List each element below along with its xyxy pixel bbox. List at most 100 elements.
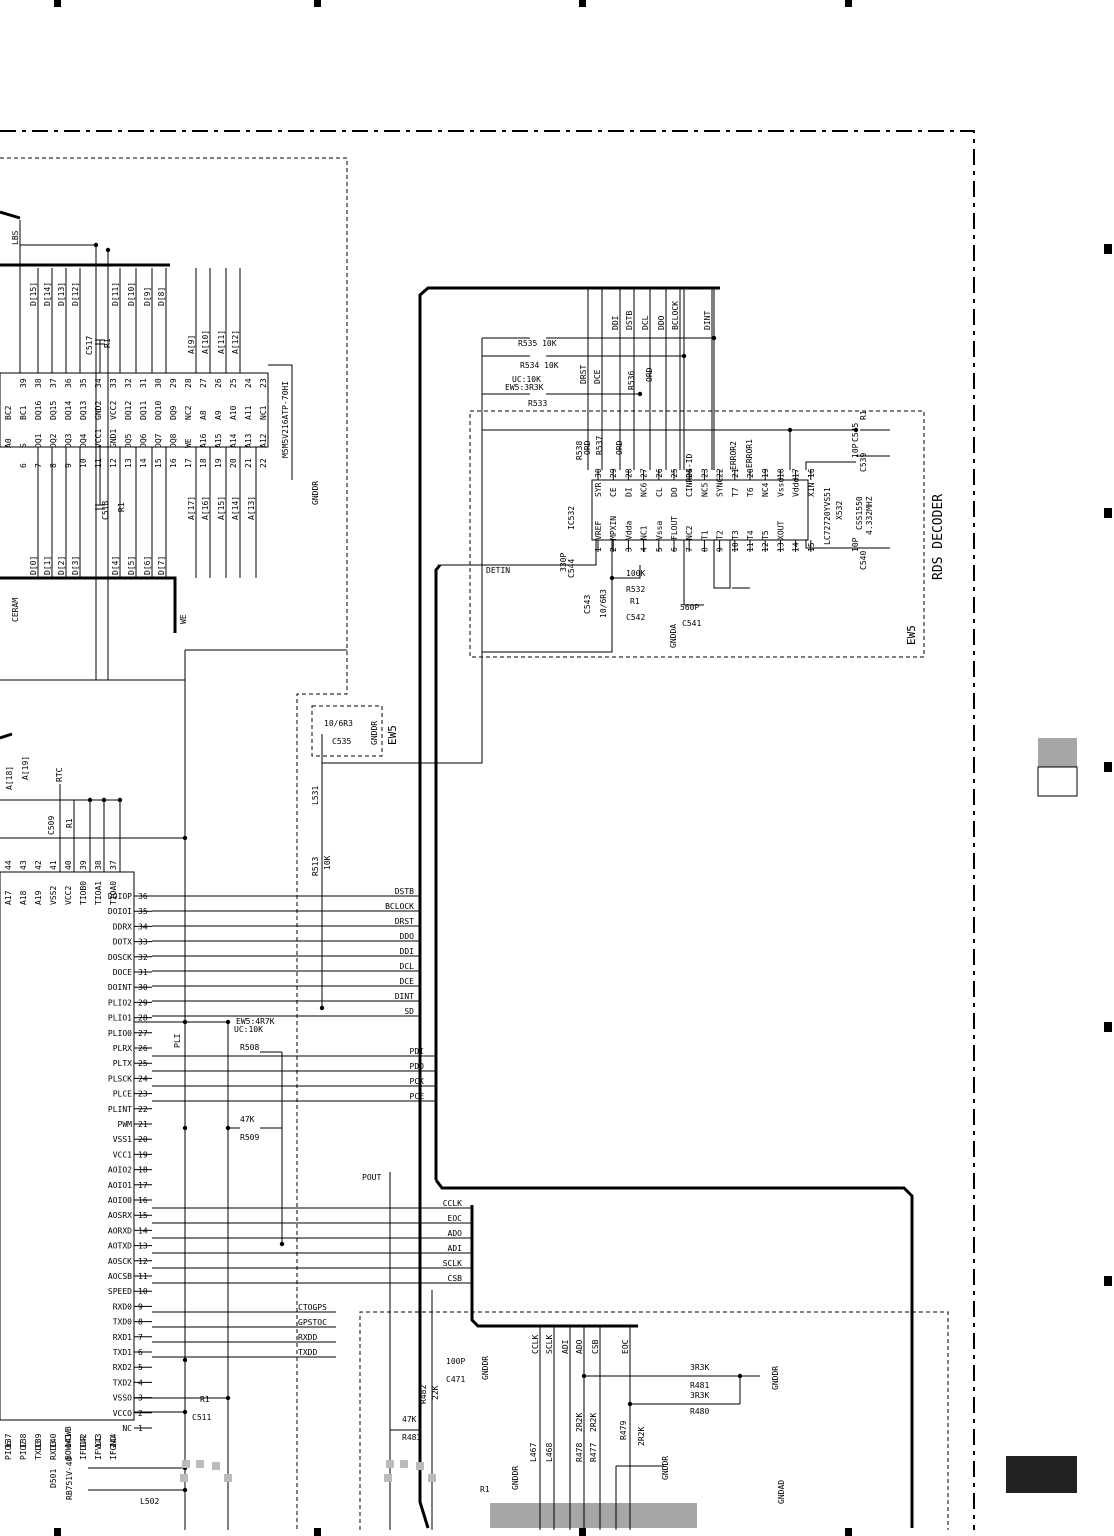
rds-top-pin-num: 30 xyxy=(594,468,603,478)
ram-top-pin-num: 32 xyxy=(124,378,133,388)
mcu-bottom-pin-name: PIO7 xyxy=(19,1441,28,1460)
ram-top-pin-num: 24 xyxy=(244,378,253,388)
ram-bus-signal: D[7] xyxy=(157,556,166,575)
junction-dot xyxy=(182,1357,188,1363)
rds-r533-val2: UC:10K xyxy=(512,375,541,384)
rds-ic-part: LC72720YVS51 xyxy=(823,487,832,545)
mcu-bottom-pin-num: 137 xyxy=(4,1433,13,1448)
rds-top-pin-name: CE xyxy=(609,487,618,497)
rds-c539: C539 xyxy=(859,453,868,472)
rds-top-pin-num: 29 xyxy=(609,468,618,478)
ram-bottom-pin-num: 17 xyxy=(184,458,193,468)
mcu-pin-name: VSSO xyxy=(113,1394,132,1403)
ram-bus-signal: D[9] xyxy=(143,287,152,306)
rds-top-pin-name: NC4 xyxy=(761,482,770,497)
adc-signal: SCLK xyxy=(545,1335,554,1354)
mcu-pin-name: AOIO1 xyxy=(108,1181,132,1190)
ram-bottom-pin-num: 20 xyxy=(229,458,238,468)
ram-bus-signal: D[10] xyxy=(127,282,136,306)
mcu-top-pin-num: 41 xyxy=(49,860,58,870)
ram-bus-signal: D[12] xyxy=(71,282,80,306)
ram-top-pin-name: DQ14 xyxy=(64,401,73,420)
mcu-bus-signal: DCE xyxy=(400,977,415,986)
ram-bottom-pin-num: 11 xyxy=(94,458,103,468)
ram-bottom-pin-name: GND1 xyxy=(109,429,118,448)
rds-c545-val: R1 xyxy=(859,410,868,420)
rds-c542-val: R1 xyxy=(630,597,640,606)
ram-top-pin-num: 30 xyxy=(154,378,163,388)
rds-bottom-pin-name: T1 xyxy=(700,530,709,540)
rds-bus-signal: DRST xyxy=(579,365,588,384)
mcu-pli: PLI xyxy=(173,1033,182,1048)
ram-bottom-pin-num: 8 xyxy=(49,463,58,468)
ram-top-pin-num: 28 xyxy=(184,378,193,388)
ram-bus-signal: D[8] xyxy=(157,287,166,306)
mcu-bottom-pin-num: 144 xyxy=(109,1433,118,1448)
adc-l467: L467 xyxy=(529,1443,538,1462)
ceram-label: CERAM xyxy=(11,598,20,622)
ram-bus-signal: A[11] xyxy=(217,330,226,354)
pad-markers xyxy=(180,1460,436,1482)
ram-bottom-pin-name: VCC1 xyxy=(94,429,103,448)
mcu-pin-name: PLINT xyxy=(108,1105,132,1114)
mcu-top-pin-name: A18 xyxy=(19,890,28,905)
ram-top-pin-num: 36 xyxy=(64,378,73,388)
rds-top-pin-num: 23 xyxy=(700,468,709,478)
mcu-bottom-pin-num: 143 xyxy=(94,1433,103,1448)
adc-signal: CCLK xyxy=(531,1335,540,1354)
ram-bottom-pin-name: A16 xyxy=(199,433,208,448)
rds-bus-signal: DDO xyxy=(657,315,666,330)
ram-bottom-pin-num: 13 xyxy=(124,458,133,468)
rds-r536: R536 xyxy=(627,371,636,390)
ram-bus-signal: D[5] xyxy=(127,556,136,575)
adc-signal: CSB xyxy=(591,1339,600,1354)
mcu-bottom-pin-num: 140 xyxy=(49,1433,58,1448)
mcu-bottom-pin-name: PIO6 xyxy=(4,1441,13,1460)
mcu-pin-name: PLCE xyxy=(113,1090,132,1099)
rds-c544-val: 330P xyxy=(559,553,568,572)
rds-r538: R538 xyxy=(575,441,584,460)
mcu-pin-name: AOIO0 xyxy=(108,1196,132,1205)
mcu-pin-name: PLSCK xyxy=(108,1074,132,1083)
ram-part-number: M5M5V216ATP-70HI xyxy=(281,381,290,458)
ram-bus-signal: A[12] xyxy=(231,330,240,354)
rds-top-pin-name: Vddd xyxy=(792,478,801,497)
mcu-top-pin-name: TIOA1 xyxy=(94,881,103,905)
rds-bus-signal: DCE xyxy=(593,369,602,384)
ram-bottom-pin-num: 12 xyxy=(109,458,118,468)
junction-dot xyxy=(319,1005,325,1011)
ram-bottom-pin-name: DQ1 xyxy=(34,433,43,448)
mcu-bus-signal: SD xyxy=(404,1007,414,1016)
ram-top-pin-name: BC2 xyxy=(4,405,13,420)
rds-bus-signal: DSTB xyxy=(625,311,634,330)
mcu-serial-signal: RXDD xyxy=(298,1333,317,1342)
ram-bus-signal: LBS xyxy=(11,230,20,245)
mcu-top-pin-num: 42 xyxy=(34,860,43,870)
ram-bottom-pin-name: DQ6 xyxy=(139,433,148,448)
mcu-pin-name: DOSCK xyxy=(108,953,132,962)
ram-bus-signal: D[15] xyxy=(29,282,38,306)
rds-c541-val: 560P xyxy=(680,603,699,612)
ram-top-pin-num: 37 xyxy=(49,378,58,388)
adc-r477: R477 xyxy=(589,1443,598,1462)
sheet-markers xyxy=(54,0,1112,1536)
mcu-wires xyxy=(0,784,433,1530)
ram-bus-signal: D[3] xyxy=(71,556,80,575)
rds-top-pin-name: T7 xyxy=(731,487,740,497)
ram-top-pin-num: 35 xyxy=(79,378,88,388)
mcu-pin-name: PLIO2 xyxy=(108,998,132,1007)
ram-top-pin-name: NC2 xyxy=(184,405,193,420)
mcu-adc-signal: ADI xyxy=(448,1244,463,1253)
mcu-bottom-pin-num: 139 xyxy=(34,1433,43,1448)
ram-top-pin-name: VCC2 xyxy=(109,401,118,420)
rds-ic-name: IC532 xyxy=(567,506,576,530)
mcu-adc-signal: SCLK xyxy=(443,1259,462,1268)
mcu-pin-name: RXD1 xyxy=(113,1333,132,1342)
rds-top-pin-num: 19 xyxy=(761,468,770,478)
rds-bottom-pin-name: NC2 xyxy=(685,525,694,540)
ram-bus-signal: D[13] xyxy=(57,282,66,306)
rds-bottom-pin-name: XOUT xyxy=(776,521,785,540)
mcu-bus-signal: PCE xyxy=(410,1092,425,1101)
